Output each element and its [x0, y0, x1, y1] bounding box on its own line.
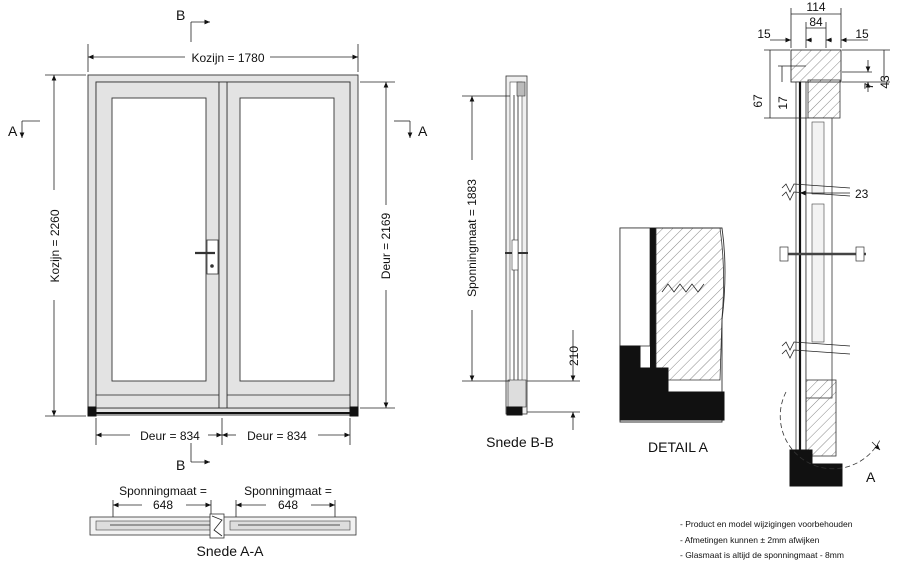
center-mullion — [218, 81, 228, 409]
note-1: - Product en model wijzigingen voorbehou… — [680, 519, 853, 529]
door-handle — [195, 239, 219, 275]
vertical-profile: A 114 84 15 15 67 17 7 43 — [751, 0, 892, 487]
threshold-right — [349, 406, 359, 417]
aa-right-label-2: 648 — [278, 498, 298, 512]
left-door-glass — [111, 97, 207, 382]
section-marker-b-bottom: B — [176, 443, 210, 473]
section-bb: Sponningmaat = 1883 210 Snede B-B — [462, 75, 581, 450]
aa-title: Snede A-A — [197, 543, 265, 559]
front-view: Kozijn = 1780 Kozijn = 2260 Deur = 2169 … — [8, 7, 428, 473]
dim-114: 114 — [806, 0, 825, 14]
right-door-glass — [239, 97, 335, 382]
aa-right-label-1: Sponningmaat = — [244, 484, 332, 498]
dim-43: 43 — [878, 75, 892, 89]
deur-height-label: Deur = 2169 — [379, 212, 393, 279]
dim-15-left: 15 — [757, 27, 771, 41]
kozijn-width-label: Kozijn = 1780 — [191, 51, 264, 65]
section-marker-b-top: B — [176, 7, 210, 42]
aa-left-label-2: 648 — [153, 498, 173, 512]
profile-section-a: A — [866, 469, 876, 485]
dim-7: 7 — [862, 82, 876, 89]
kozijn-height-label: Kozijn = 2260 — [48, 209, 62, 282]
detail-a: DETAIL A — [619, 227, 726, 455]
bb-210-label: 210 — [567, 346, 581, 366]
svg-text:B: B — [176, 7, 185, 23]
bb-sponningmaat-label: Sponningmaat = 1883 — [465, 179, 479, 297]
dim-84: 84 — [809, 15, 823, 29]
note-3: - Glasmaat is altijd de sponningmaat - 8… — [680, 550, 844, 560]
svg-text:B: B — [176, 457, 185, 473]
dim-17: 17 — [776, 96, 790, 110]
deur-right-label: Deur = 834 — [247, 429, 307, 443]
section-aa: Sponningmaat = 648 Sponningmaat = 648 Sn… — [89, 484, 357, 559]
bb-title: Snede B-B — [486, 434, 554, 450]
note-2: - Afmetingen kunnen ± 2mm afwijken — [680, 535, 820, 545]
dim-23: 23 — [855, 187, 869, 201]
notes: - Product en model wijzigingen voorbehou… — [680, 519, 853, 560]
dim-67: 67 — [751, 94, 765, 108]
aa-left-label-1: Sponningmaat = — [119, 484, 207, 498]
svg-text:A: A — [418, 123, 428, 139]
detail-a-title: DETAIL A — [648, 439, 709, 455]
svg-text:A: A — [8, 123, 18, 139]
dim-15-right: 15 — [855, 27, 869, 41]
section-marker-a-right: A — [394, 120, 428, 139]
threshold-left — [87, 406, 97, 417]
deur-left-label: Deur = 834 — [140, 429, 200, 443]
section-marker-a-left: A — [8, 120, 40, 139]
